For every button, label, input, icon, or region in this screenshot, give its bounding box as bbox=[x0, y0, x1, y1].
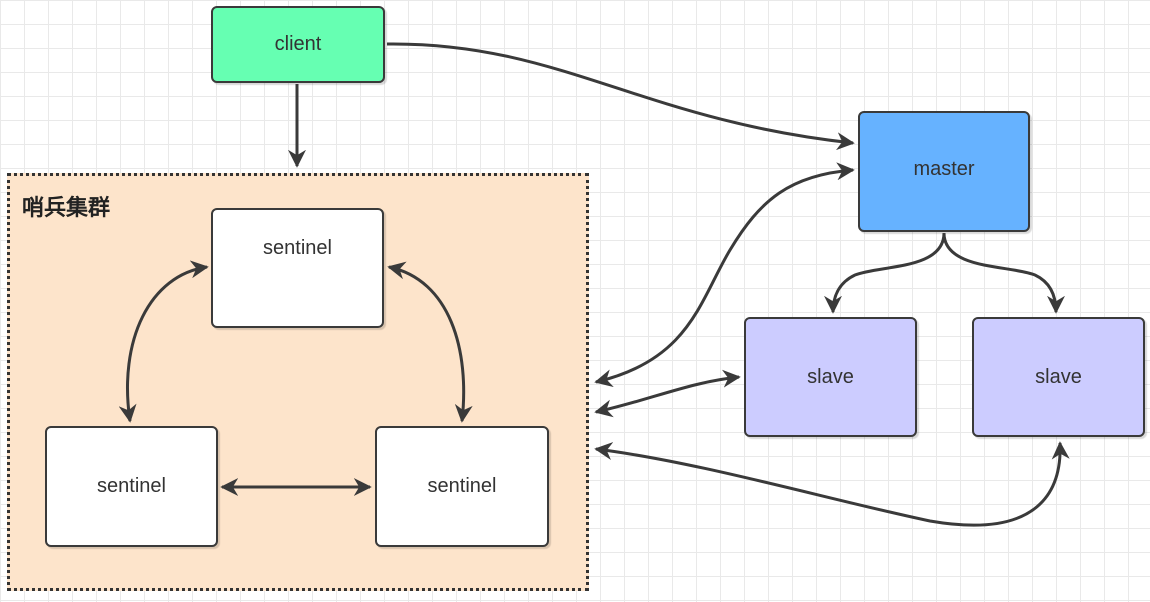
sentinel-label-right: sentinel bbox=[427, 475, 497, 497]
edge-master-to-slave2 bbox=[942, 232, 1065, 314]
edge-sentinel-top-to-left bbox=[118, 260, 209, 423]
client-label: client bbox=[274, 33, 322, 55]
edge-client-to-master bbox=[386, 42, 855, 151]
edge-cluster-to-slave1 bbox=[594, 369, 741, 418]
sentinel-node-left[interactable]: sentinel bbox=[45, 426, 218, 547]
sentinel-label-left: sentinel bbox=[97, 475, 166, 497]
sentinel-node-top[interactable]: sentinel bbox=[211, 208, 384, 328]
client-node[interactable]: client bbox=[211, 6, 385, 83]
edge-master-to-slave1 bbox=[824, 232, 946, 314]
edge-sentinel-top-to-right bbox=[387, 261, 473, 423]
sentinel-node-right[interactable]: sentinel bbox=[375, 426, 549, 547]
master-node[interactable]: master bbox=[858, 111, 1030, 232]
slave-label-2: slave bbox=[1035, 365, 1082, 388]
sentinel-label-top: sentinel bbox=[263, 236, 332, 259]
edge-cluster-to-slave2 bbox=[594, 441, 1070, 527]
master-label: master bbox=[913, 158, 975, 180]
slave-node-2[interactable]: slave bbox=[972, 317, 1145, 437]
edge-cluster-to-master bbox=[594, 162, 855, 388]
sentinel-cluster-label: 哨兵集群 bbox=[22, 196, 111, 221]
